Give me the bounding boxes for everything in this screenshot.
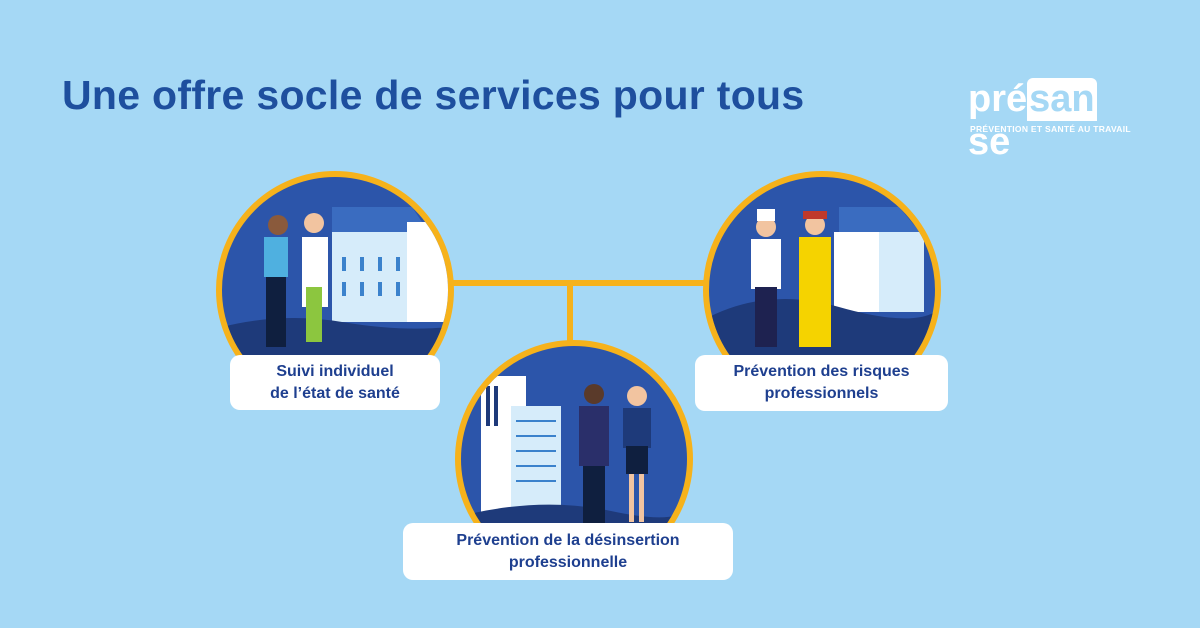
connector-vertical bbox=[567, 280, 573, 345]
page-title: Une offre socle de services pour tous bbox=[62, 72, 805, 118]
connector-horizontal bbox=[445, 280, 710, 286]
logo-tagline: PRÉVENTION ET SANTÉ AU TRAVAIL bbox=[970, 124, 1131, 134]
presanse-logo: présanse PRÉVENTION ET SANTÉ AU TRAVAIL bbox=[968, 78, 1131, 163]
